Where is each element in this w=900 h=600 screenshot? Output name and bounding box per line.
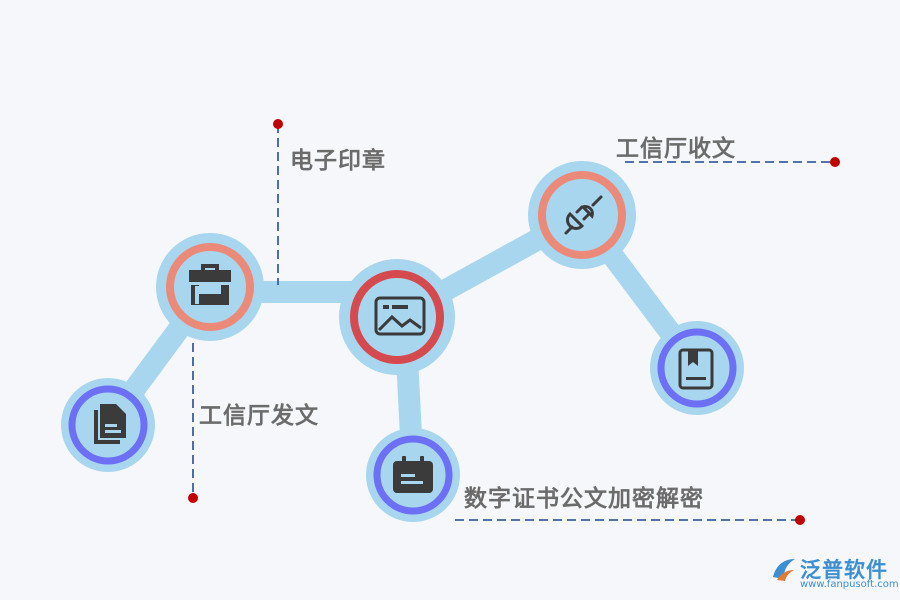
node-toolbox[interactable] — [156, 233, 264, 341]
fanpu-logo-name: 泛普软件 — [800, 558, 888, 582]
dot-seal — [273, 119, 283, 129]
node-book[interactable] — [650, 321, 744, 415]
plug-icon — [564, 195, 603, 235]
documents-icon — [94, 404, 126, 444]
node-documents[interactable] — [61, 378, 155, 472]
label-miit-dispatch: 工信厅发文 — [199, 403, 319, 429]
annotation-lines — [192, 124, 835, 521]
fanpu-logo-url: www.fanpusoft.com — [800, 579, 899, 590]
calendar-icon — [393, 456, 433, 493]
toolbox-icon — [189, 264, 231, 305]
dot-cert — [795, 515, 805, 525]
fanpu-logo: 泛普软件 www.fanpusoft.com — [770, 552, 899, 596]
fanpu-logo-icon — [773, 559, 795, 581]
dot-dispatch — [188, 493, 198, 503]
label-electronic-seal: 电子印章 — [290, 148, 386, 174]
dot-receive — [830, 157, 840, 167]
node-calendar[interactable] — [366, 428, 460, 522]
label-miit-receive: 工信厅收文 — [616, 136, 736, 162]
label-digital-cert: 数字证书公文加密解密 — [464, 486, 704, 512]
node-plug[interactable] — [528, 161, 636, 269]
endpoint-dots — [188, 119, 840, 525]
image-icon — [374, 296, 426, 336]
book-icon — [678, 348, 714, 390]
node-image[interactable] — [339, 259, 455, 375]
